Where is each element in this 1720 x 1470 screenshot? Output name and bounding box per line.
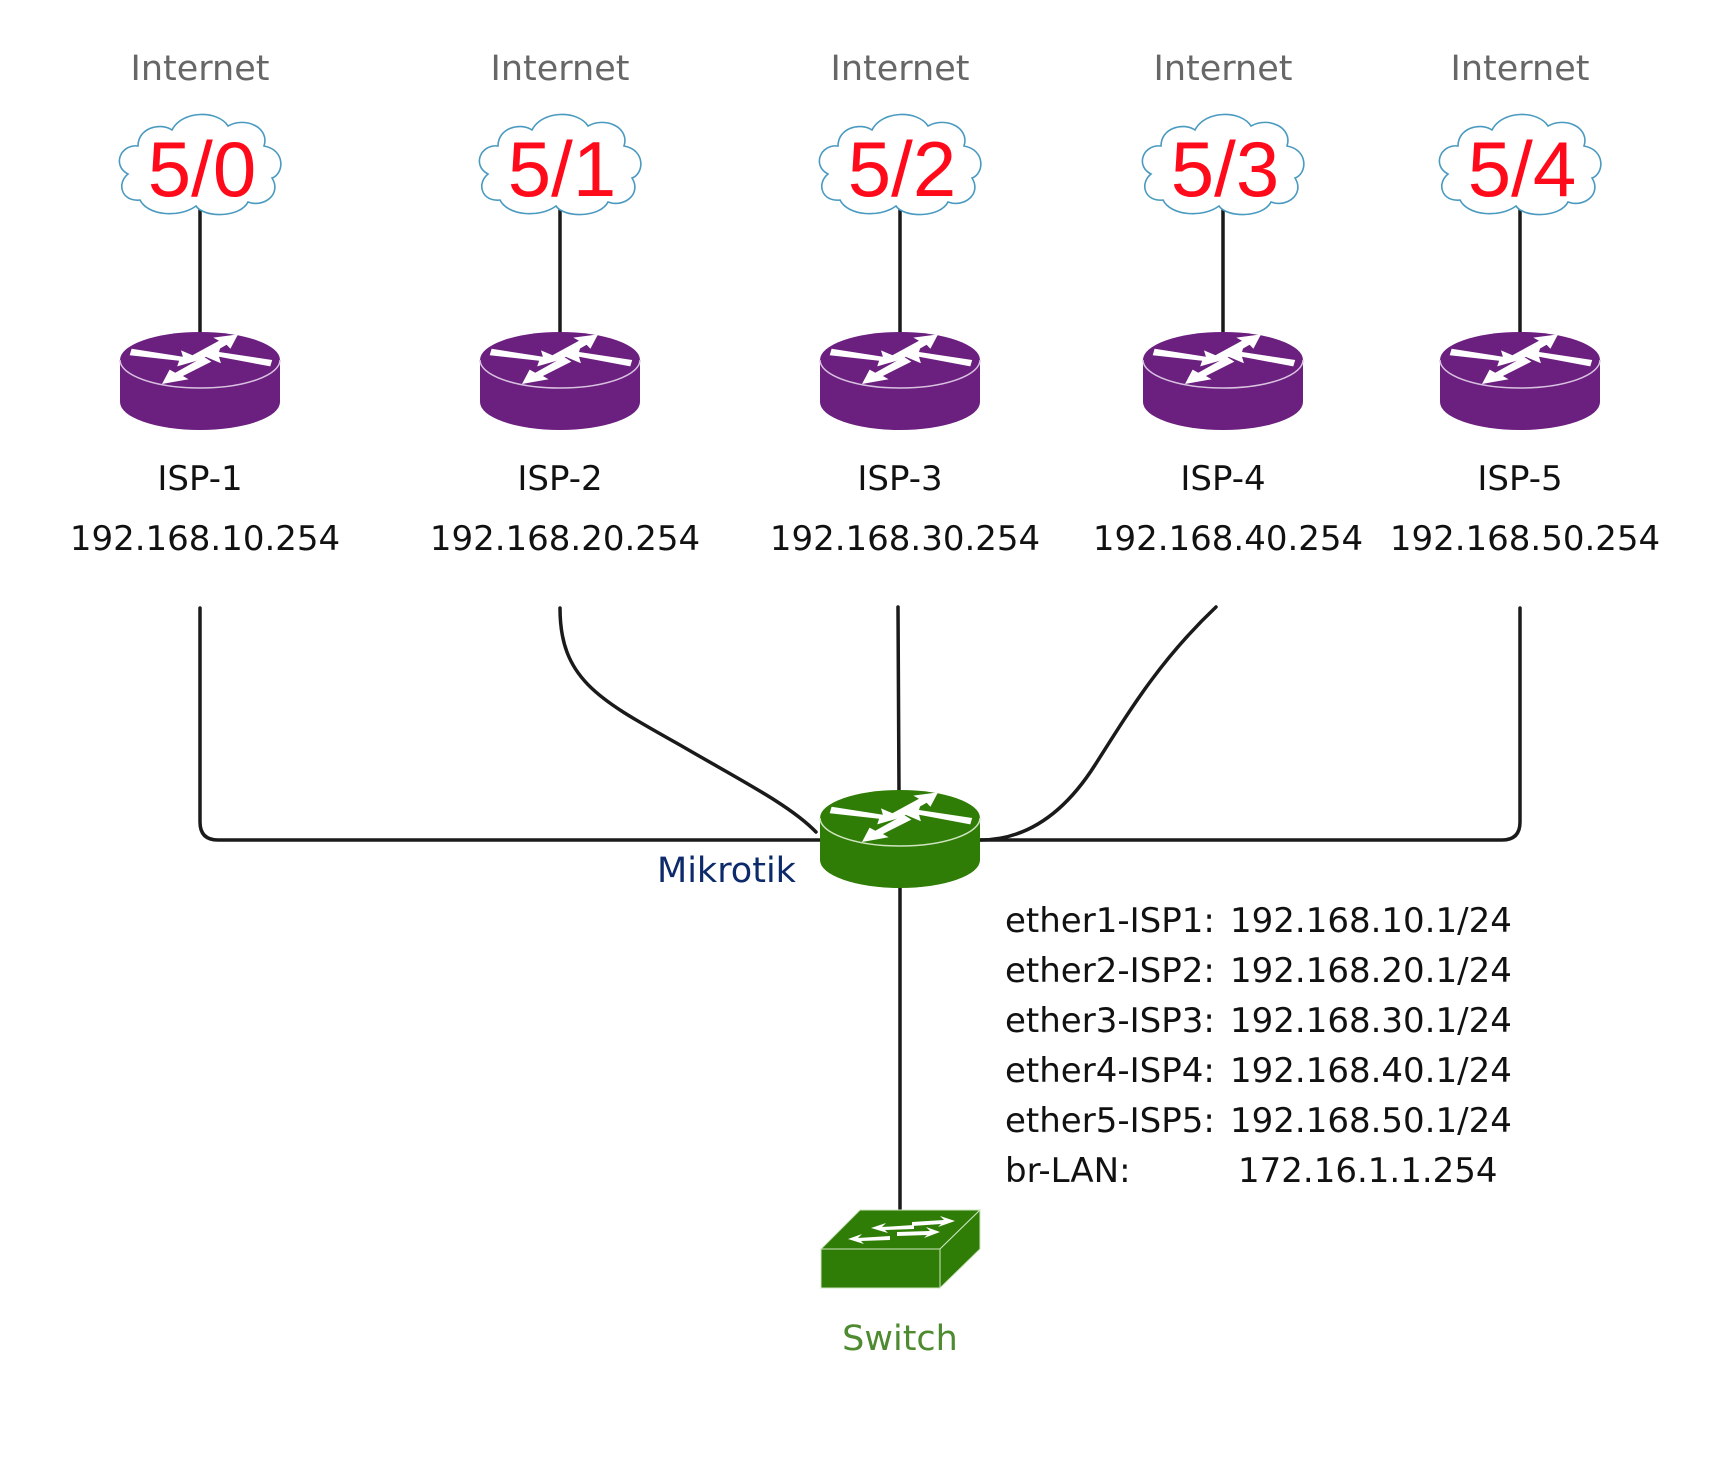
internet-label: Internet xyxy=(1154,49,1293,89)
isp-router[interactable] xyxy=(819,332,981,430)
switch-arrows-icon xyxy=(848,1216,955,1244)
router-rim xyxy=(1142,359,1304,389)
router-rim xyxy=(1439,359,1601,389)
interface-row: ether3-ISP3: 192.168.30.1/24 xyxy=(1005,1001,1512,1041)
link-isp2-mikrotik xyxy=(558,606,818,834)
port-label: 5/1 xyxy=(508,125,616,213)
isp-router[interactable] xyxy=(479,332,641,430)
port-label: 5/3 xyxy=(1171,125,1279,213)
interface-address: 172.16.1.1.254 xyxy=(1238,1151,1498,1191)
interface-name: ether3-ISP3: xyxy=(1005,1001,1215,1041)
switch-device[interactable] xyxy=(819,1208,982,1290)
link-isp5-mikrotik xyxy=(978,606,1522,842)
isp-name: ISP-1 xyxy=(157,459,242,499)
isp-gateway-ip: 192.168.50.254 xyxy=(1390,519,1660,559)
interface-name: ether2-ISP2: xyxy=(1005,951,1215,991)
port-label: 5/0 xyxy=(148,125,256,213)
isp-gateway-ip: 192.168.10.254 xyxy=(70,519,340,559)
router-rim xyxy=(119,359,281,389)
isp-gateway-ip: 192.168.20.254 xyxy=(430,519,700,559)
switch-label: Switch xyxy=(842,1319,958,1359)
isp-name: ISP-3 xyxy=(857,459,942,499)
isp-name: ISP-2 xyxy=(517,459,602,499)
interface-row: ether4-ISP4: 192.168.40.1/24 xyxy=(1005,1051,1512,1091)
isp-gateway-ip: 192.168.30.254 xyxy=(770,519,1040,559)
interface-name: ether5-ISP5: xyxy=(1005,1101,1215,1141)
link-isp3-mikrotik xyxy=(896,605,901,794)
isp-name: ISP-4 xyxy=(1180,459,1265,499)
interface-row: ether1-ISP1: 192.168.10.1/24 xyxy=(1005,901,1512,941)
interface-name: ether1-ISP1: xyxy=(1005,901,1215,941)
switch-front xyxy=(820,1248,941,1289)
interface-name: br-LAN: xyxy=(1005,1151,1131,1191)
interface-row: br-LAN: 172.16.1.1.254 xyxy=(1005,1151,1498,1191)
interface-name: ether4-ISP4: xyxy=(1005,1051,1215,1091)
router-rim xyxy=(819,359,981,389)
interface-address: 192.168.30.1/24 xyxy=(1230,1001,1512,1041)
isp-gateway-ip: 192.168.40.254 xyxy=(1093,519,1363,559)
isp-router[interactable] xyxy=(1142,332,1304,430)
interface-address: 192.168.40.1/24 xyxy=(1230,1051,1512,1091)
mikrotik-label: Mikrotik xyxy=(657,851,797,891)
interface-row: ether5-ISP5: 192.168.50.1/24 xyxy=(1005,1101,1512,1141)
port-label: 5/4 xyxy=(1468,125,1576,213)
isp-router[interactable] xyxy=(119,332,281,430)
isp-router[interactable] xyxy=(1439,332,1601,430)
mikrotik-router[interactable] xyxy=(819,790,981,888)
internet-label: Internet xyxy=(1451,49,1590,89)
router-rim xyxy=(819,817,981,847)
interface-address: 192.168.10.1/24 xyxy=(1230,901,1512,941)
internet-label: Internet xyxy=(491,49,630,89)
port-label: 5/2 xyxy=(848,125,956,213)
interface-row: ether2-ISP2: 192.168.20.1/24 xyxy=(1005,951,1512,991)
interface-list: ether1-ISP1: 192.168.10.1/24 ether2-ISP2: 1… xyxy=(1005,901,1512,1191)
internet-label: Internet xyxy=(831,49,970,89)
isp-name: ISP-5 xyxy=(1477,459,1562,499)
interface-address: 192.168.50.1/24 xyxy=(1230,1101,1512,1141)
internet-label: Internet xyxy=(131,49,270,89)
router-rim xyxy=(479,359,641,389)
interface-address: 192.168.20.1/24 xyxy=(1230,951,1512,991)
link-isp1-mikrotik xyxy=(198,606,824,842)
link-isp4-mikrotik xyxy=(978,605,1218,842)
links xyxy=(198,208,1522,1212)
